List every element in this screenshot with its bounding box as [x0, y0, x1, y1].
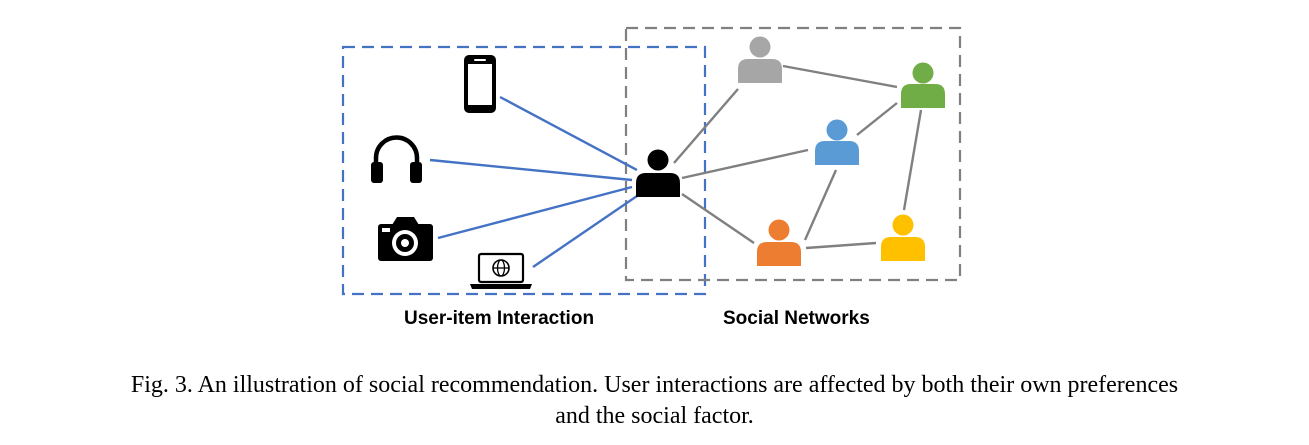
- social-networks-box: [624, 26, 962, 282]
- figure-caption: Fig. 3. An illustration of social recomm…: [0, 370, 1309, 432]
- interaction-edges: [429, 95, 641, 268]
- camera-icon: [378, 217, 433, 261]
- user-item-interaction-box: [341, 45, 707, 296]
- edge-orange-yellow: [805, 241, 877, 250]
- caption-line-1: Fig. 3. An illustration of social recomm…: [130, 372, 1179, 398]
- edge-blue-green: [856, 102, 898, 136]
- edge-user-orange: [681, 193, 755, 244]
- headphones-icon: [371, 135, 422, 183]
- caption-line-2: and the social factor.: [555, 403, 754, 429]
- edge-user-gray: [673, 88, 739, 164]
- edge-green-yellow: [902, 109, 923, 211]
- edge-camera-user: [437, 185, 633, 240]
- social-networks-label: Social Networks: [723, 308, 870, 329]
- yellow-user-icon: [881, 214, 925, 261]
- edge-blue-orange: [803, 169, 838, 241]
- edge-laptop-user: [532, 193, 641, 268]
- edge-headphones-user: [429, 158, 633, 182]
- user-item-interaction-label: User-item Interaction: [404, 308, 595, 329]
- social-recommendation-diagram: [341, 26, 962, 296]
- smartphone-icon: [464, 55, 496, 113]
- social-edges: [673, 64, 923, 250]
- laptop-icon: [470, 252, 532, 289]
- edge-phone-user: [499, 95, 638, 172]
- orange-user-icon: [757, 219, 801, 266]
- gray-user-icon: [738, 36, 782, 83]
- edge-gray-green: [782, 64, 898, 89]
- blue-user-icon: [815, 119, 859, 165]
- green-user-icon: [901, 62, 945, 108]
- center-user-icon: [636, 149, 680, 197]
- edge-user-blue: [681, 148, 809, 180]
